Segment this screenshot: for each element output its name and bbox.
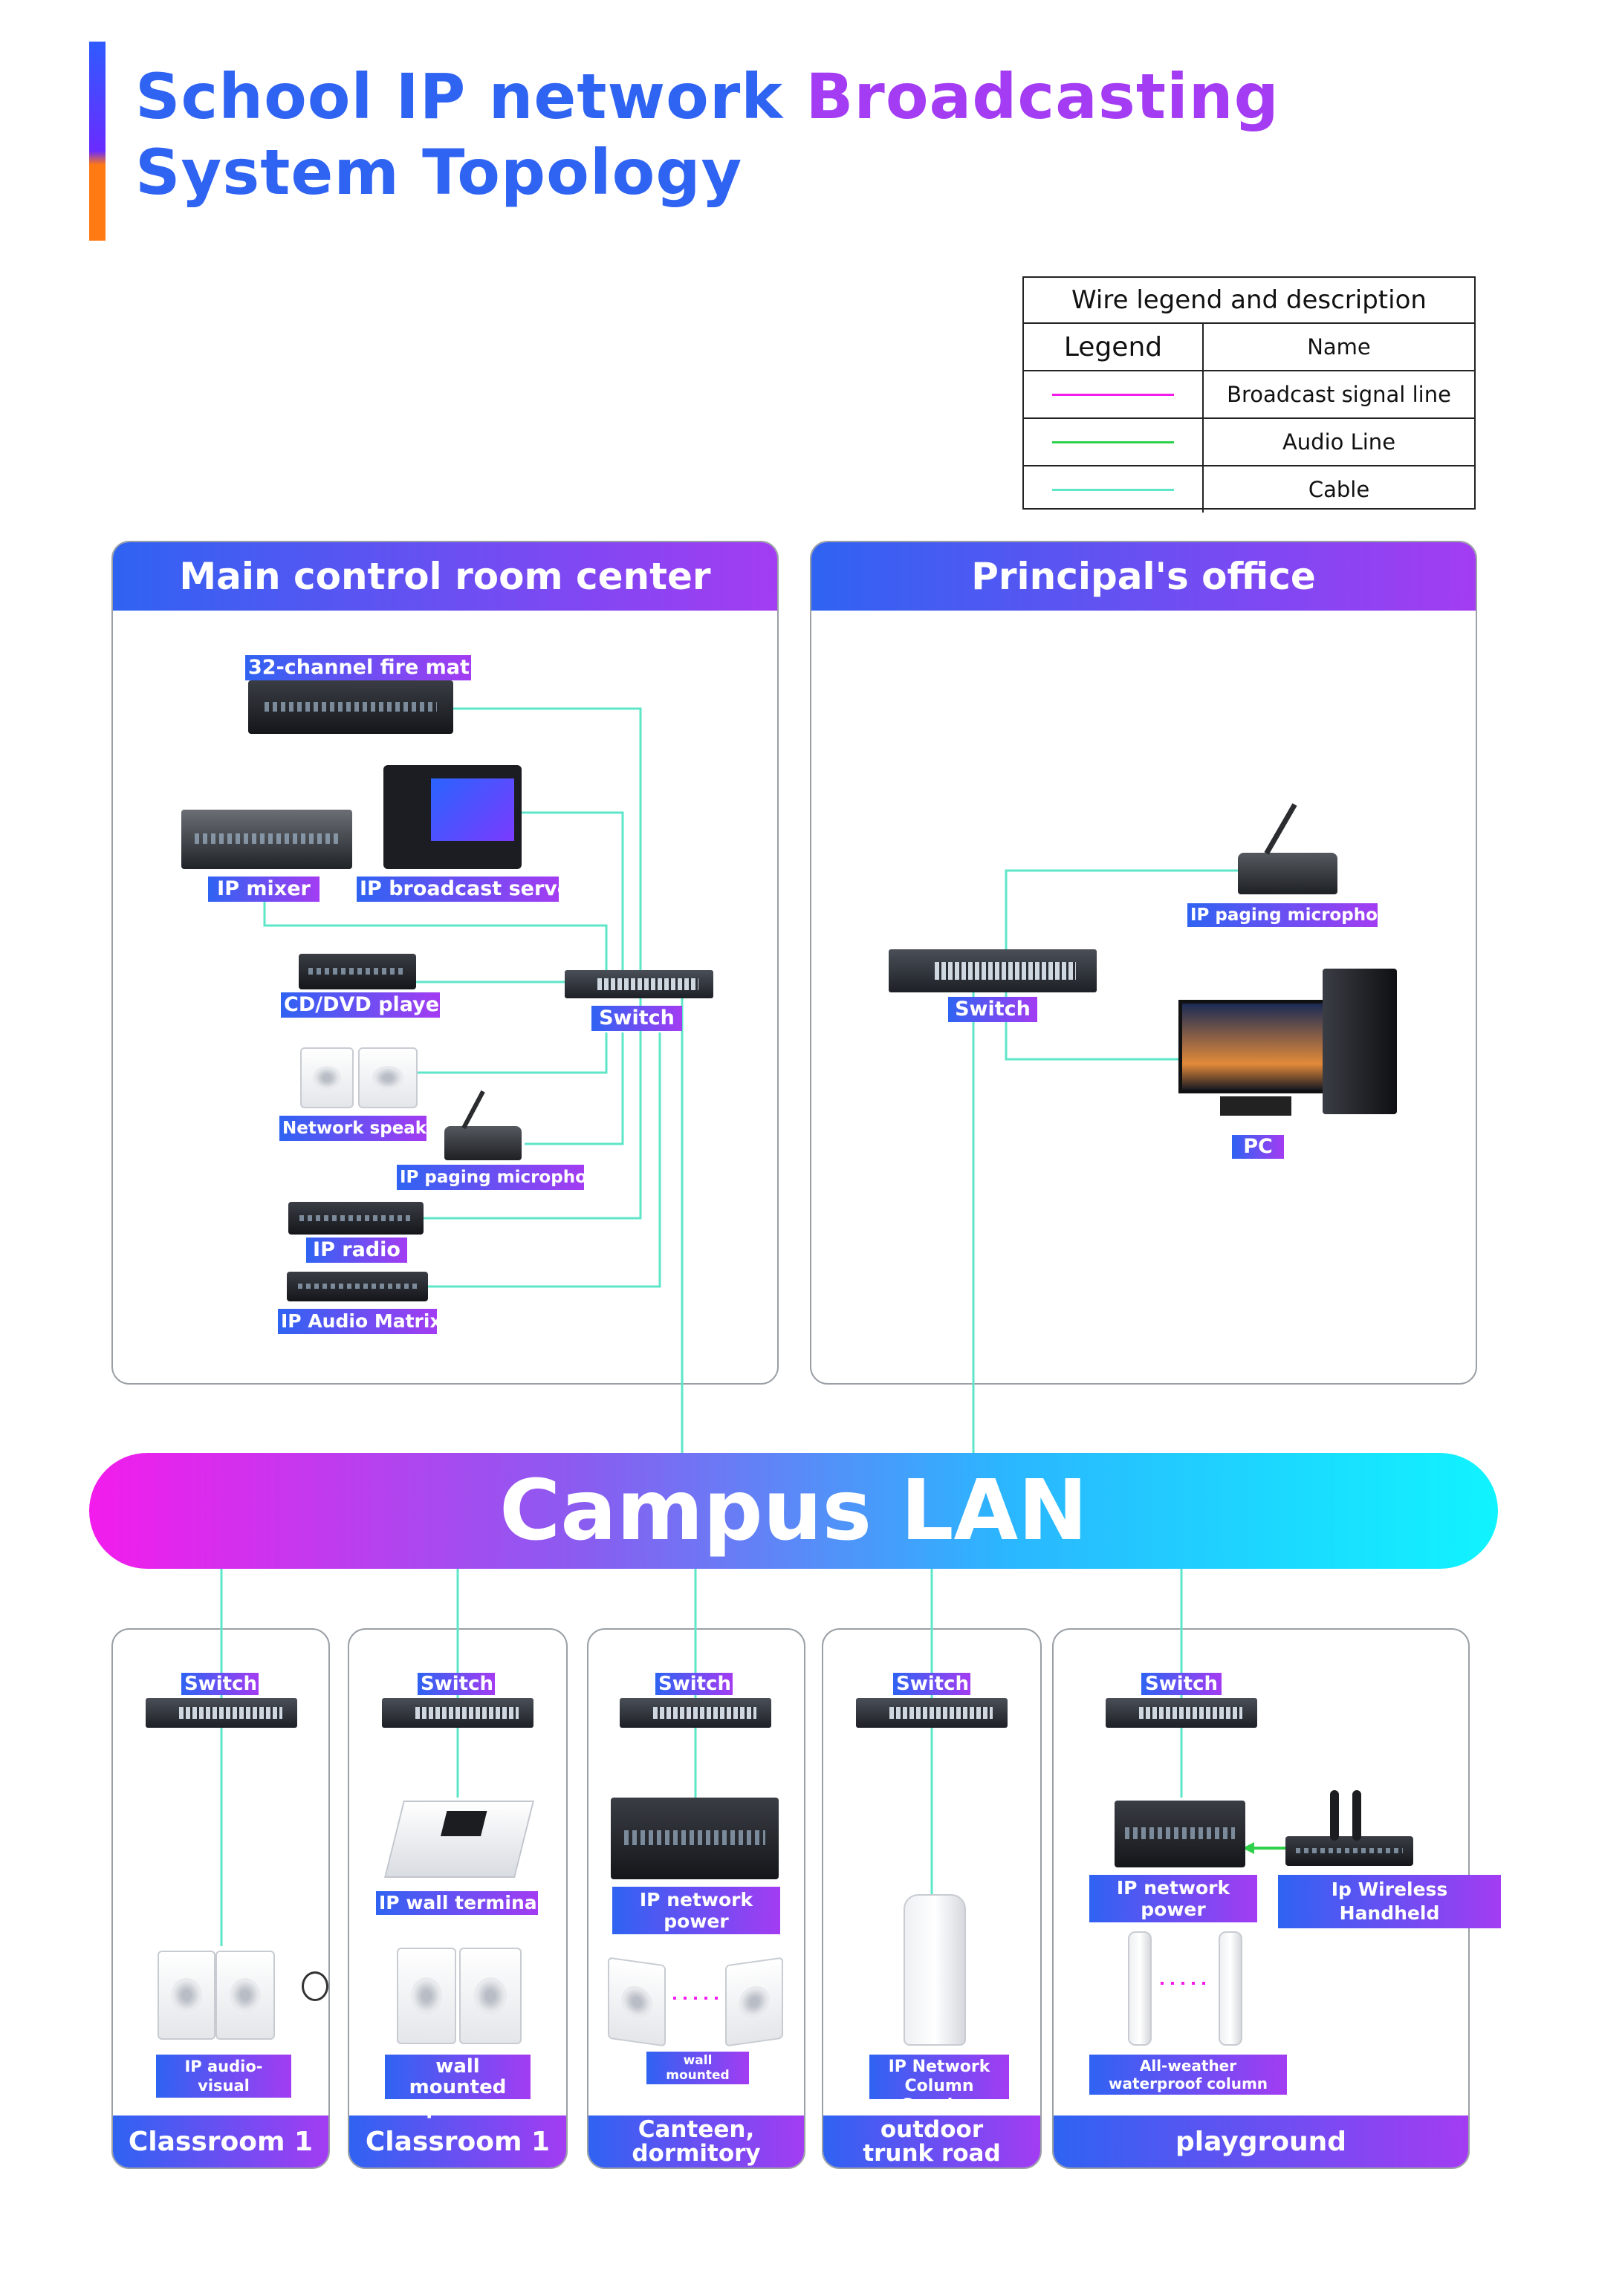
zone-5-footer: playground	[1054, 2115, 1468, 2167]
zone-1-switch-label: Switch	[181, 1673, 259, 1695]
zone-2-footer: Classroom 1	[349, 2115, 566, 2167]
principal-paging-mic-base	[1238, 853, 1337, 894]
title-part-2: Broadcasting	[805, 60, 1279, 133]
page-title-line-2: System Topology	[135, 136, 743, 209]
ip-audio-matrix-device	[287, 1272, 428, 1301]
principal-switch-label: Switch	[948, 997, 1037, 1022]
wireless-mic-handheld-2	[1352, 1790, 1361, 1841]
cd-dvd-player-device	[299, 954, 416, 989]
zone-5-amp-label: IP network power amplifier	[1089, 1875, 1257, 1942]
zone-1-speaker-right	[215, 1951, 275, 2040]
legend-col-legend: Legend	[1024, 324, 1204, 370]
network-speaker-left	[300, 1047, 354, 1108]
legend-col-name: Name	[1307, 334, 1371, 360]
zone-3-speaker-left	[608, 1957, 666, 2047]
legend-name-cable: Cable	[1308, 477, 1370, 502]
zone-5-column-speaker-right	[1219, 1931, 1242, 2046]
cable-line-swatch	[1052, 488, 1174, 491]
server-screen	[431, 778, 514, 841]
zone-1-switch-device	[146, 1698, 297, 1728]
principal-office-title: Principal's office	[811, 542, 1476, 611]
zone-4-footer: outdoor trunk road	[823, 2115, 1040, 2167]
paging-mic-base	[444, 1126, 522, 1160]
zone-1-headset-mic	[302, 1971, 328, 2001]
zone-5-column-speaker-left	[1128, 1931, 1152, 2046]
ip-mixer-device	[181, 810, 352, 869]
zone-3-amp-label: IP network power amplifier	[612, 1887, 780, 1954]
zone-2-switch-device	[382, 1698, 533, 1728]
audio-arrow-head	[1242, 1842, 1254, 1854]
zone-5-power-amplifier	[1115, 1801, 1245, 1867]
audio-line-swatch	[1052, 440, 1174, 443]
wireless-mic-handheld-1	[1330, 1790, 1339, 1841]
zone-2-switch-label: Switch	[418, 1673, 495, 1695]
zone-4-switch-device	[856, 1698, 1008, 1728]
wall-terminal-screen	[440, 1811, 487, 1836]
ip-mixer-label: IP mixer	[208, 877, 320, 902]
zone-1-device-label: IP audio-visual speakers	[156, 2055, 291, 2114]
zone-3-switch-device	[620, 1698, 771, 1728]
cd-dvd-player-label: CD/DVD player	[281, 992, 449, 1018]
pc-tower	[1323, 969, 1397, 1114]
zone-2-speaker-right	[459, 1948, 522, 2044]
principal-paging-mic-label: IP paging microphone	[1187, 903, 1401, 927]
zone-1-footer: Classroom 1	[113, 2115, 328, 2167]
ip-radio-device	[288, 1202, 424, 1235]
cable-fire-matrix	[297, 707, 642, 1220]
zone-5-switch-label: Switch	[1141, 1673, 1222, 1695]
page-title-line-1: School IP network Broadcasting	[135, 59, 1279, 134]
zone-4-device-label: IP Network Column Speaker	[869, 2055, 1009, 2115]
ip-wall-terminal-device	[384, 1801, 534, 1878]
fire-matrix-label: 32-channel fire matrix	[245, 655, 499, 680]
title-accent-bar	[89, 42, 106, 241]
title-part-1: School IP network	[135, 60, 784, 133]
zone-2-speaker-left	[397, 1948, 456, 2044]
legend-name-broadcast: Broadcast signal line	[1227, 382, 1451, 407]
broadcast-server-label: IP broadcast server	[357, 877, 581, 902]
zone-3-footer: Canteen, dormitory	[588, 2115, 804, 2167]
paging-mic-label: IP paging microphone	[397, 1165, 611, 1190]
zone-3-power-amplifier	[611, 1798, 779, 1879]
zone-5-device-label: All-weather waterproof column speaker	[1089, 2055, 1287, 2110]
pc-monitor	[1178, 1000, 1332, 1093]
zone-5-switch-device	[1106, 1698, 1257, 1728]
fire-matrix-device	[248, 680, 453, 734]
zone-4-switch-label: Switch	[893, 1673, 970, 1695]
main-control-title: Main control room center	[113, 542, 777, 611]
zone-3-device-label: wall mounted speaker	[646, 2052, 749, 2098]
cable-paging-mic	[525, 1032, 624, 1145]
cable-mixer	[263, 899, 608, 980]
wireless-mic-receiver	[1285, 1836, 1413, 1866]
zone-2-device-label: wall mounted speaker	[385, 2055, 531, 2118]
cable-net-speaker	[416, 1032, 608, 1074]
network-speaker-right	[358, 1047, 418, 1108]
wire-legend-table: Wire legend and description Legend Name …	[1022, 276, 1476, 513]
broadcast-line-swatch	[1052, 393, 1174, 396]
zone-1-speaker-left	[158, 1951, 215, 2040]
ip-wall-terminal-label: IP wall terminal	[376, 1891, 543, 1915]
zone-3-switch-label: Switch	[655, 1673, 733, 1695]
main-switch-device	[565, 970, 713, 998]
broadcast-server-device	[383, 765, 522, 869]
pc-monitor-stand	[1220, 1096, 1291, 1116]
pc-label: PC	[1232, 1135, 1284, 1159]
principal-switch-device	[889, 949, 1097, 992]
campus-lan-bar: Campus LAN	[89, 1453, 1498, 1569]
legend-name-audio: Audio Line	[1282, 429, 1396, 455]
zone-4-column-speaker	[904, 1894, 966, 2046]
zone-3-speaker-right	[725, 1957, 783, 2047]
cable-audio-matrix	[416, 1032, 661, 1288]
wireless-mic-label: Ip Wireless Handheld Microphone	[1278, 1875, 1501, 1948]
cable-server	[522, 811, 624, 980]
ip-audio-matrix-label: IP Audio Matrix	[278, 1309, 442, 1334]
ip-radio-label: IP radio	[306, 1238, 407, 1263]
cable-principal-mic	[1005, 869, 1248, 966]
main-switch-label: Switch	[591, 1006, 682, 1031]
network-speaker-label: Network speaker	[279, 1116, 446, 1141]
legend-header: Wire legend and description	[1024, 278, 1474, 324]
